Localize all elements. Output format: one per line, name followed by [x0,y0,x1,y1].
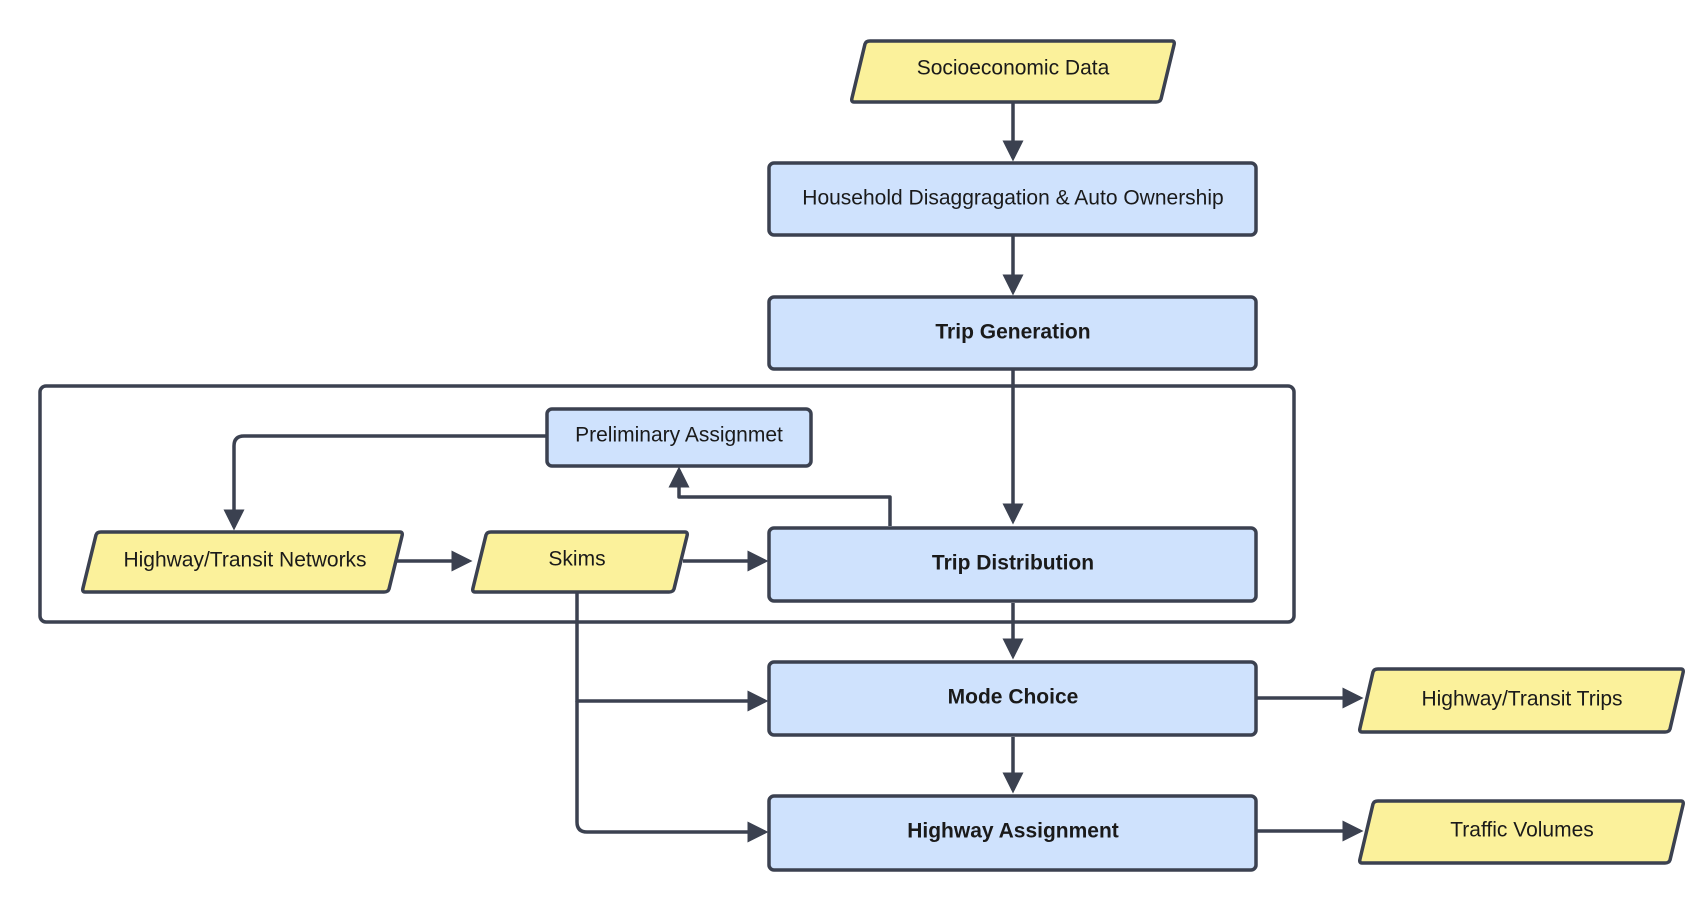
highway-assignment-box [767,794,1258,872]
socioeconomic-data-shape [850,39,1176,104]
node-skims[interactable]: Skims [471,530,689,594]
node-trip-distribution[interactable]: Trip Distribution [767,526,1258,603]
highway-transit-trips-label: Highway/Transit Trips [1421,688,1622,711]
trip-distribution-label: Trip Distribution [932,552,1094,575]
node-trip-generation[interactable]: Trip Generation [767,295,1258,371]
highway-transit-trips-shape [1358,667,1685,734]
node-highway-transit-networks[interactable]: Highway/Transit Networks [81,530,404,594]
edge-skims-to-highway-assignment [575,701,769,843]
socioeconomic-data-label: Socioeconomic Data [917,57,1110,80]
feedback-loop-container [38,384,1296,624]
node-mode-choice[interactable]: Mode Choice [767,660,1258,737]
edge-preliminary-assignment-to-networks [223,434,547,531]
household-disaggregation-label: Household Disaggragation & Auto Ownershi… [802,187,1223,210]
traffic-volumes-shape [1358,799,1685,865]
node-traffic-volumes[interactable]: Traffic Volumes [1358,799,1685,865]
traffic-volumes-label: Traffic Volumes [1450,819,1594,842]
preliminary-assignment-label: Preliminary Assignmet [575,424,783,447]
highway-transit-networks-label: Highway/Transit Networks [123,549,366,572]
mode-choice-box [767,660,1258,737]
skims-label: Skims [548,548,605,571]
skims-shape [471,530,689,594]
node-household-disaggregation[interactable]: Household Disaggragation & Auto Ownershi… [767,161,1258,237]
trip-generation-label: Trip Generation [935,321,1090,344]
edges [223,103,1364,843]
node-highway-transit-trips[interactable]: Highway/Transit Trips [1358,667,1685,734]
preliminary-assignment-box [545,407,813,468]
household-disaggregation-box [767,161,1258,237]
trip-distribution-box [767,526,1258,603]
highway-assignment-label: Highway Assignment [907,820,1119,843]
highway-transit-networks-shape [81,530,404,594]
node-socioeconomic-data[interactable]: Socioeconomic Data [850,39,1176,104]
node-preliminary-assignment[interactable]: Preliminary Assignmet [545,407,813,468]
trip-generation-box [767,295,1258,371]
edge-trip-distribution-to-preliminary-assignment [668,466,892,526]
edge-skims-to-mode-choice [575,592,769,712]
node-highway-assignment[interactable]: Highway Assignment [767,794,1258,872]
mode-choice-label: Mode Choice [948,686,1079,709]
